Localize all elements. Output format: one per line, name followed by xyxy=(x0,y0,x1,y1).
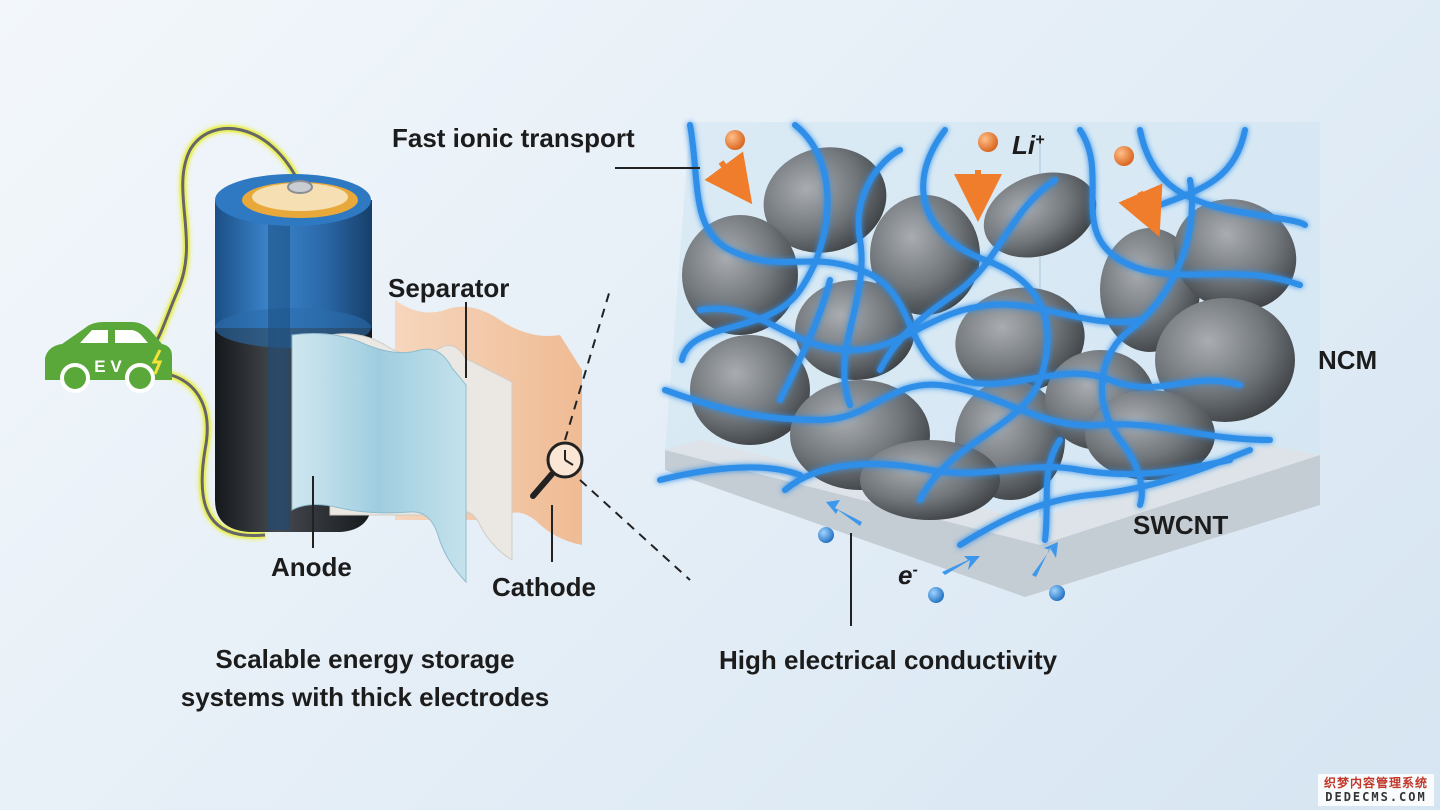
separator-label: Separator xyxy=(388,273,509,304)
anode-sheet xyxy=(292,334,466,582)
electron-charge: - xyxy=(912,561,917,578)
anode-label: Anode xyxy=(271,552,352,583)
fast-ionic-transport-label: Fast ionic transport xyxy=(392,123,635,154)
caption-line-2: systems with thick electrodes xyxy=(130,678,600,716)
ncm-label: NCM xyxy=(1318,345,1377,376)
bottom-caption: Scalable energy storage systems with thi… xyxy=(130,640,600,716)
cathode-label: Cathode xyxy=(492,572,596,603)
electron-base: e xyxy=(898,560,912,590)
li-ion-label: Li+ xyxy=(1012,130,1044,161)
high-electrical-conductivity-label: High electrical conductivity xyxy=(719,645,1057,676)
swcnt-label: SWCNT xyxy=(1133,510,1228,541)
watermark-line-1: 织梦内容管理系统 xyxy=(1324,776,1428,790)
ev-badge: E V xyxy=(94,357,122,376)
li-charge: + xyxy=(1035,131,1044,148)
li-base: Li xyxy=(1012,130,1035,160)
watermark-line-2: DEDECMS.COM xyxy=(1324,790,1428,804)
ev-car-icon: E V xyxy=(45,322,172,391)
electron-label: e- xyxy=(898,560,918,591)
watermark: 织梦内容管理系统 DEDECMS.COM xyxy=(1318,774,1434,806)
electrode-sheets xyxy=(292,300,582,582)
caption-line-1: Scalable energy storage xyxy=(130,640,600,678)
